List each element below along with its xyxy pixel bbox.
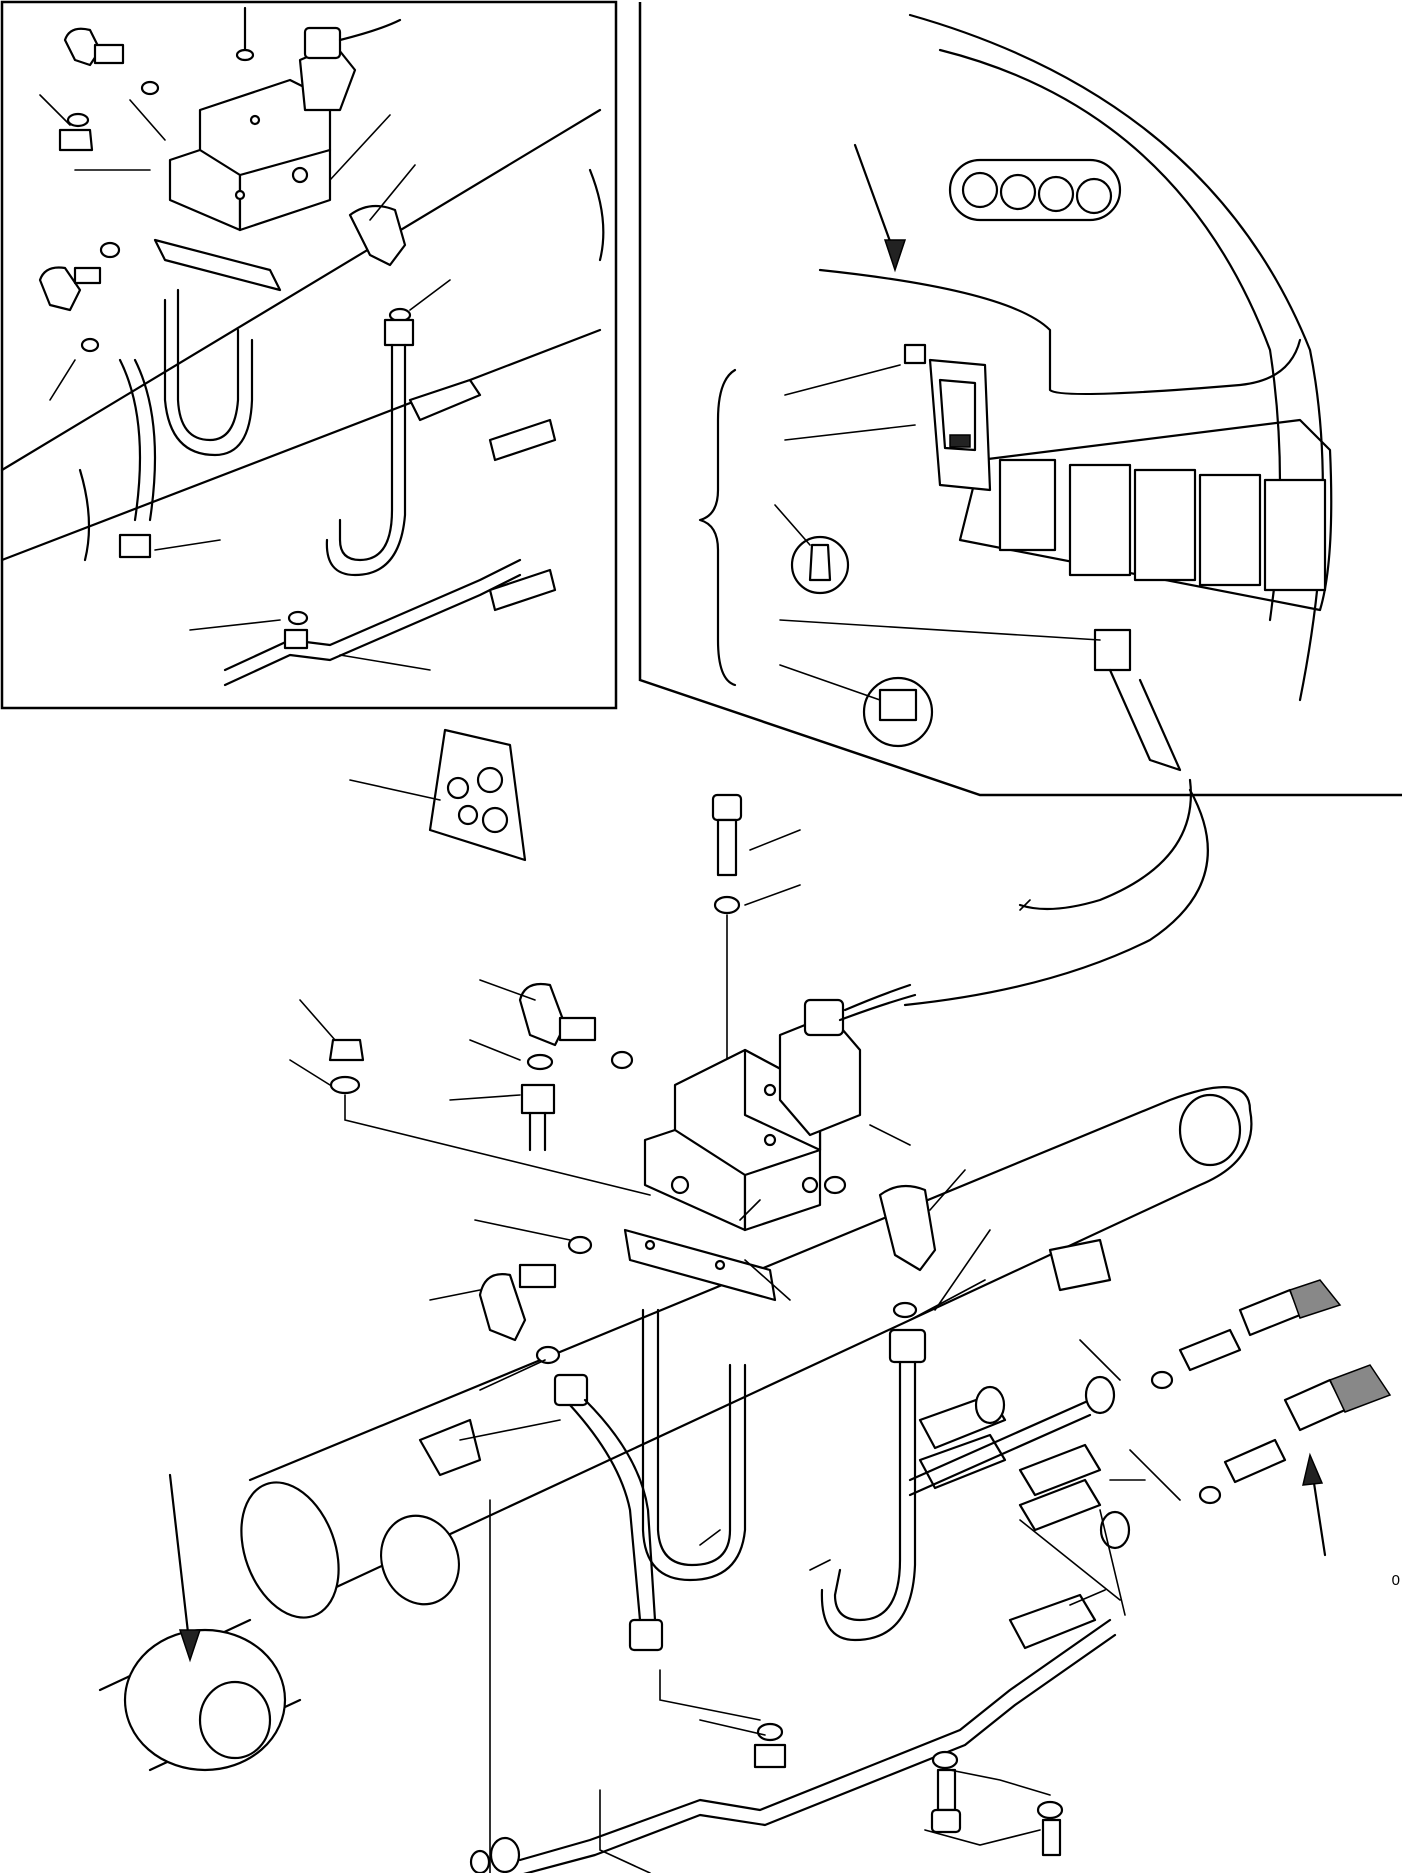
rod-end-nut xyxy=(974,1385,1006,1425)
rocker-switch-icon xyxy=(903,343,992,492)
clamp-rod xyxy=(908,1398,1092,1482)
inset-dashboard-switch xyxy=(638,2,1402,911)
seal-kit-icon xyxy=(349,728,527,862)
inset-valve-detail xyxy=(0,0,618,710)
inset-tube xyxy=(223,558,522,672)
hydraulic-hose-lower xyxy=(1198,1364,1392,1505)
o-ring-lower xyxy=(567,1235,593,1255)
hose-nut-top xyxy=(553,1373,589,1407)
nut-leader xyxy=(344,1094,651,1196)
tube-adapter xyxy=(753,1743,787,1769)
bottom-washer-2 xyxy=(1036,1800,1064,1820)
main-solenoid-icon xyxy=(778,983,917,1137)
wire-harness xyxy=(1108,668,1182,772)
inset-elbow-fitting-icon-2 xyxy=(38,266,82,312)
inset-pipe-loop xyxy=(338,343,394,562)
view-arrow-left xyxy=(168,1473,192,1652)
lower-tube xyxy=(518,1618,1112,1862)
o-ring-right xyxy=(823,1175,847,1195)
tube-end-nut xyxy=(489,1836,521,1873)
u-bolt xyxy=(641,1308,747,1582)
elbow-fitting-right-icon xyxy=(878,1184,937,1272)
steel-pipe xyxy=(833,1360,902,1622)
inset-clamp-3 xyxy=(488,568,557,612)
tube-end-oring xyxy=(469,1849,491,1873)
inset-cylinder-top-edge xyxy=(0,108,602,472)
switch-1 xyxy=(1068,463,1132,577)
inset-u-bolt xyxy=(176,288,240,442)
main-exploded-view xyxy=(98,728,1392,1873)
inset-clamp xyxy=(408,378,482,422)
inset-solenoid-icon xyxy=(298,18,402,112)
hydraulic-hose-upper xyxy=(1150,1279,1342,1390)
bolt-washer xyxy=(713,895,741,915)
o-ring xyxy=(610,1050,634,1070)
wire-lead xyxy=(1018,778,1192,911)
inset-frame xyxy=(0,0,618,710)
dashboard-switch-panel xyxy=(958,418,1333,612)
pipe-clamp-lower xyxy=(1008,1593,1097,1650)
bottom-bolt-2 xyxy=(1041,1818,1062,1857)
hydraulic-cylinder xyxy=(98,1086,1253,1772)
inset-mounting-plate xyxy=(153,238,282,292)
inset-hose-nut xyxy=(118,533,152,559)
o-ring-lower-2 xyxy=(535,1345,561,1365)
switch-2 xyxy=(1133,468,1197,582)
washer-right xyxy=(892,1301,918,1319)
inset-dashboard-frame xyxy=(638,2,1402,797)
hex-nut-icon xyxy=(328,1038,365,1062)
elbow-fitting-lower-icon xyxy=(478,1273,527,1342)
cylinder-barrel xyxy=(248,1086,1253,1592)
adapter-nut xyxy=(520,1083,556,1115)
inset-nut-icon xyxy=(58,128,94,152)
cable-to-dashboard xyxy=(903,788,1209,1007)
inset-elbow-fitting-icon xyxy=(63,27,102,67)
main-mounting-plate xyxy=(623,1228,777,1302)
hose xyxy=(568,1403,642,1622)
corner-mark: 0 xyxy=(1391,1572,1400,1589)
hose-nut-bottom xyxy=(628,1618,664,1652)
pipe-clamp-right xyxy=(1018,1443,1102,1497)
flat-washer-icon xyxy=(329,1075,361,1095)
inset-valve-block xyxy=(168,78,332,232)
switch-3 xyxy=(1198,473,1262,587)
cylinder-port-top xyxy=(1048,1238,1112,1292)
group-brace xyxy=(698,368,737,687)
inset-clamp-2 xyxy=(488,418,557,462)
cylinder-eye-far xyxy=(1178,1093,1242,1167)
bottom-bolt-1 xyxy=(936,1768,957,1812)
inset-cylinder-bottom-edge xyxy=(0,328,602,562)
solenoid-cable xyxy=(843,983,912,1012)
inset-elbow-right xyxy=(348,204,407,267)
wire-connector xyxy=(1093,628,1132,672)
view-arrow xyxy=(853,143,897,257)
cylinder-port-bottom xyxy=(418,1418,482,1477)
dashboard-outer-curve xyxy=(908,13,1324,702)
bottom-washer-1 xyxy=(931,1750,959,1770)
cylinder-gland xyxy=(380,1514,460,1606)
washer-top-left xyxy=(526,1053,554,1071)
elbow-nipple xyxy=(558,1016,597,1042)
switch-4 xyxy=(1263,478,1327,592)
pipe-nut xyxy=(888,1328,927,1364)
inset-hose xyxy=(118,358,142,522)
blank-switch-plate xyxy=(998,458,1057,552)
tube-washer xyxy=(756,1722,784,1742)
elbow-fitting-icon xyxy=(518,982,567,1047)
